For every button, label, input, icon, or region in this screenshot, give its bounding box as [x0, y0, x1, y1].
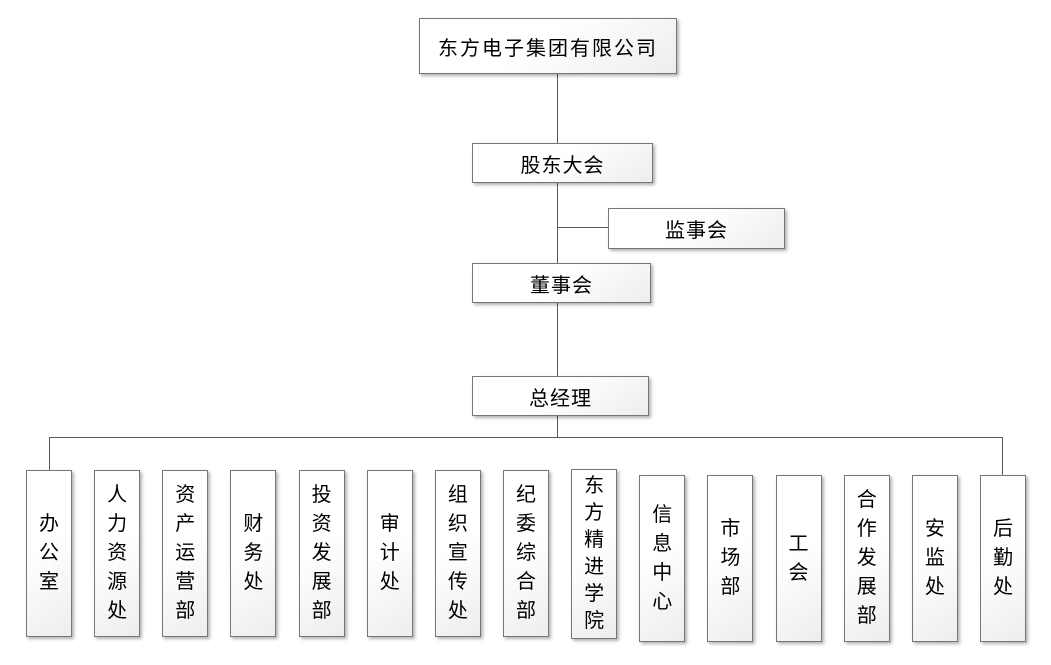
node-discipline-committee-label: 纪委综合部: [515, 484, 536, 622]
node-investment-development-label: 投资发展部: [311, 484, 332, 622]
node-board-of-directors: 董事会: [472, 263, 651, 303]
node-information-center-label: 信息中心: [652, 503, 673, 613]
node-logistics: 后勤处: [979, 475, 1026, 642]
node-jingjin-academy-label: 东方精进学院: [584, 475, 605, 632]
node-supervisory-board: 监事会: [608, 208, 785, 249]
node-shareholders-meeting-label: 股东大会: [520, 154, 605, 177]
node-company-label: 东方电子集团有限公司: [438, 37, 658, 60]
node-finance-label: 财务处: [243, 513, 264, 593]
node-discipline-committee: 纪委综合部: [502, 470, 549, 637]
department-row: 办公室 人力资源处 资产运营部 财务处 投资发展部 审计处 组织宣传处 纪委综合…: [26, 469, 1026, 642]
node-audit-label: 审计处: [379, 513, 400, 593]
node-information-center: 信息中心: [639, 475, 686, 642]
node-jingjin-academy: 东方精进学院: [571, 469, 618, 639]
node-asset-operations-label: 资产运营部: [175, 484, 196, 622]
node-board-of-directors-label: 董事会: [530, 274, 593, 297]
node-marketing: 市场部: [707, 475, 754, 642]
node-labor-union: 工会: [775, 475, 822, 642]
connector-shareholders-to-board: [557, 183, 558, 263]
connector-board-to-gm: [557, 303, 558, 376]
node-supervisory-board-label: 监事会: [665, 220, 728, 242]
node-investment-development: 投资发展部: [298, 470, 345, 637]
node-cooperation-development-label: 合作发展部: [856, 489, 877, 627]
node-office-label: 办公室: [39, 513, 59, 593]
node-safety-supervision: 安监处: [911, 475, 958, 642]
connector-company-to-shareholders: [557, 74, 558, 143]
node-organization-publicity: 组织宣传处: [434, 470, 481, 637]
node-marketing-label: 市场部: [720, 518, 741, 598]
connector-department-bus: [49, 437, 1002, 438]
node-logistics-label: 后勤处: [992, 518, 1013, 598]
node-office: 办公室: [26, 470, 72, 637]
node-human-resources-label: 人力资源处: [107, 484, 128, 622]
connector-bus-left-drop: [49, 437, 50, 471]
node-organization-publicity-label: 组织宣传处: [447, 484, 468, 622]
node-cooperation-development: 合作发展部: [843, 475, 890, 642]
node-general-manager: 总经理: [472, 376, 649, 416]
connector-bus-right-drop: [1002, 437, 1003, 475]
node-safety-supervision-label: 安监处: [924, 518, 945, 598]
node-audit: 审计处: [366, 470, 413, 637]
node-labor-union-label: 工会: [788, 532, 809, 584]
connector-branch-to-supervisory: [557, 227, 608, 228]
node-general-manager-label: 总经理: [529, 387, 592, 410]
node-asset-operations: 资产运营部: [162, 470, 209, 637]
node-human-resources: 人力资源处: [94, 470, 141, 637]
connector-gm-to-bus: [557, 416, 558, 437]
node-shareholders-meeting: 股东大会: [472, 143, 653, 183]
node-finance: 财务处: [230, 470, 277, 637]
node-company: 东方电子集团有限公司: [419, 18, 677, 74]
